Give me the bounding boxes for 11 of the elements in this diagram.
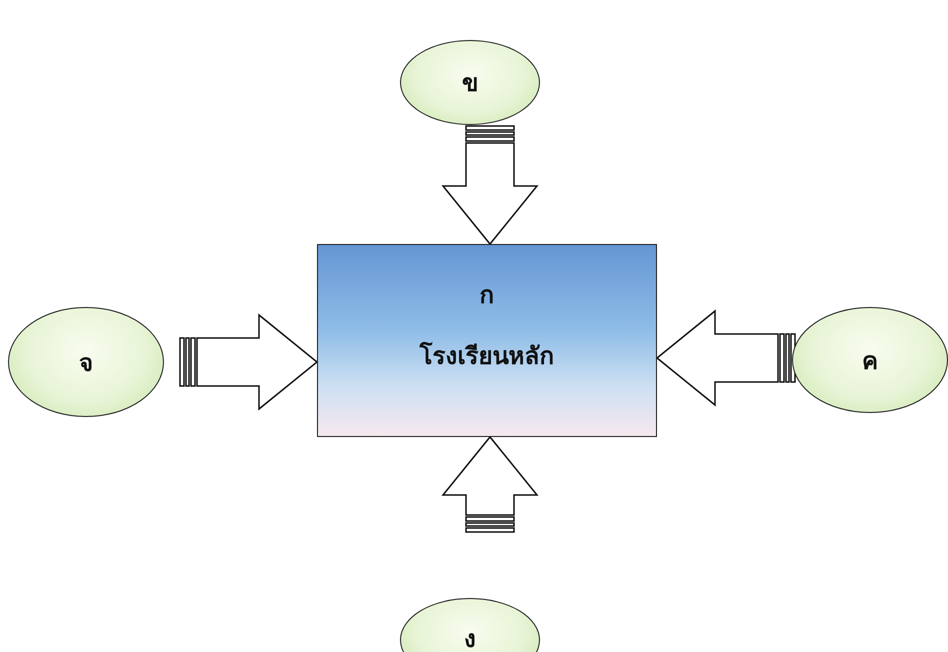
node-label: ข [462,67,478,99]
node-label: โรงเรียนหลัก [420,340,554,372]
block-arrow [441,125,539,246]
block-arrow [441,436,539,533]
node-label: จ [79,346,93,378]
block-arrow [179,313,318,411]
process-box [317,244,657,437]
node-label: ง [464,623,476,652]
node-label: ก [480,279,494,311]
node-label: ค [862,344,878,376]
block-arrow [656,309,796,407]
